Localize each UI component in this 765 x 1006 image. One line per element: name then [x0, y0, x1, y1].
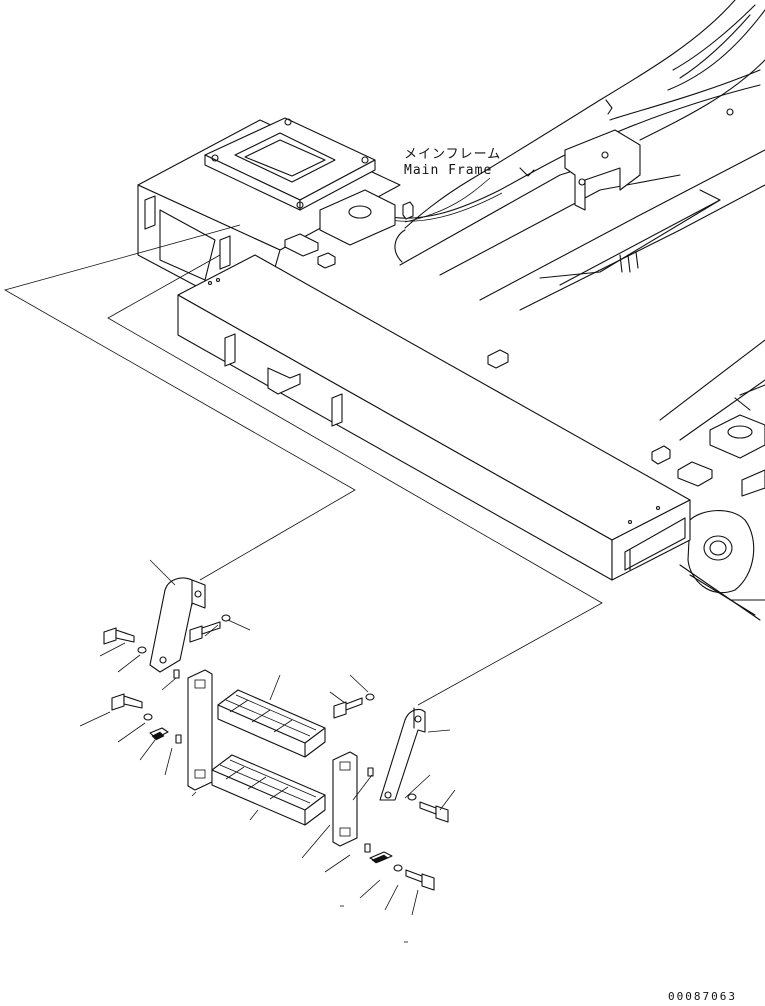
frame-end-housing — [137, 117, 414, 321]
crossbeam — [177, 254, 691, 581]
main-frame — [379, 0, 765, 621]
main-frame-label-jp: メインフレーム — [404, 147, 501, 162]
right-step-assembly — [301, 674, 456, 943]
main-frame-label-en: Main Frame — [404, 163, 492, 178]
drawing-number: 00087063 — [668, 990, 737, 1003]
projection-lines — [3, 224, 603, 706]
left-step-assembly — [79, 559, 326, 826]
main-frame-callout: メインフレーム Main Frame — [404, 147, 501, 223]
